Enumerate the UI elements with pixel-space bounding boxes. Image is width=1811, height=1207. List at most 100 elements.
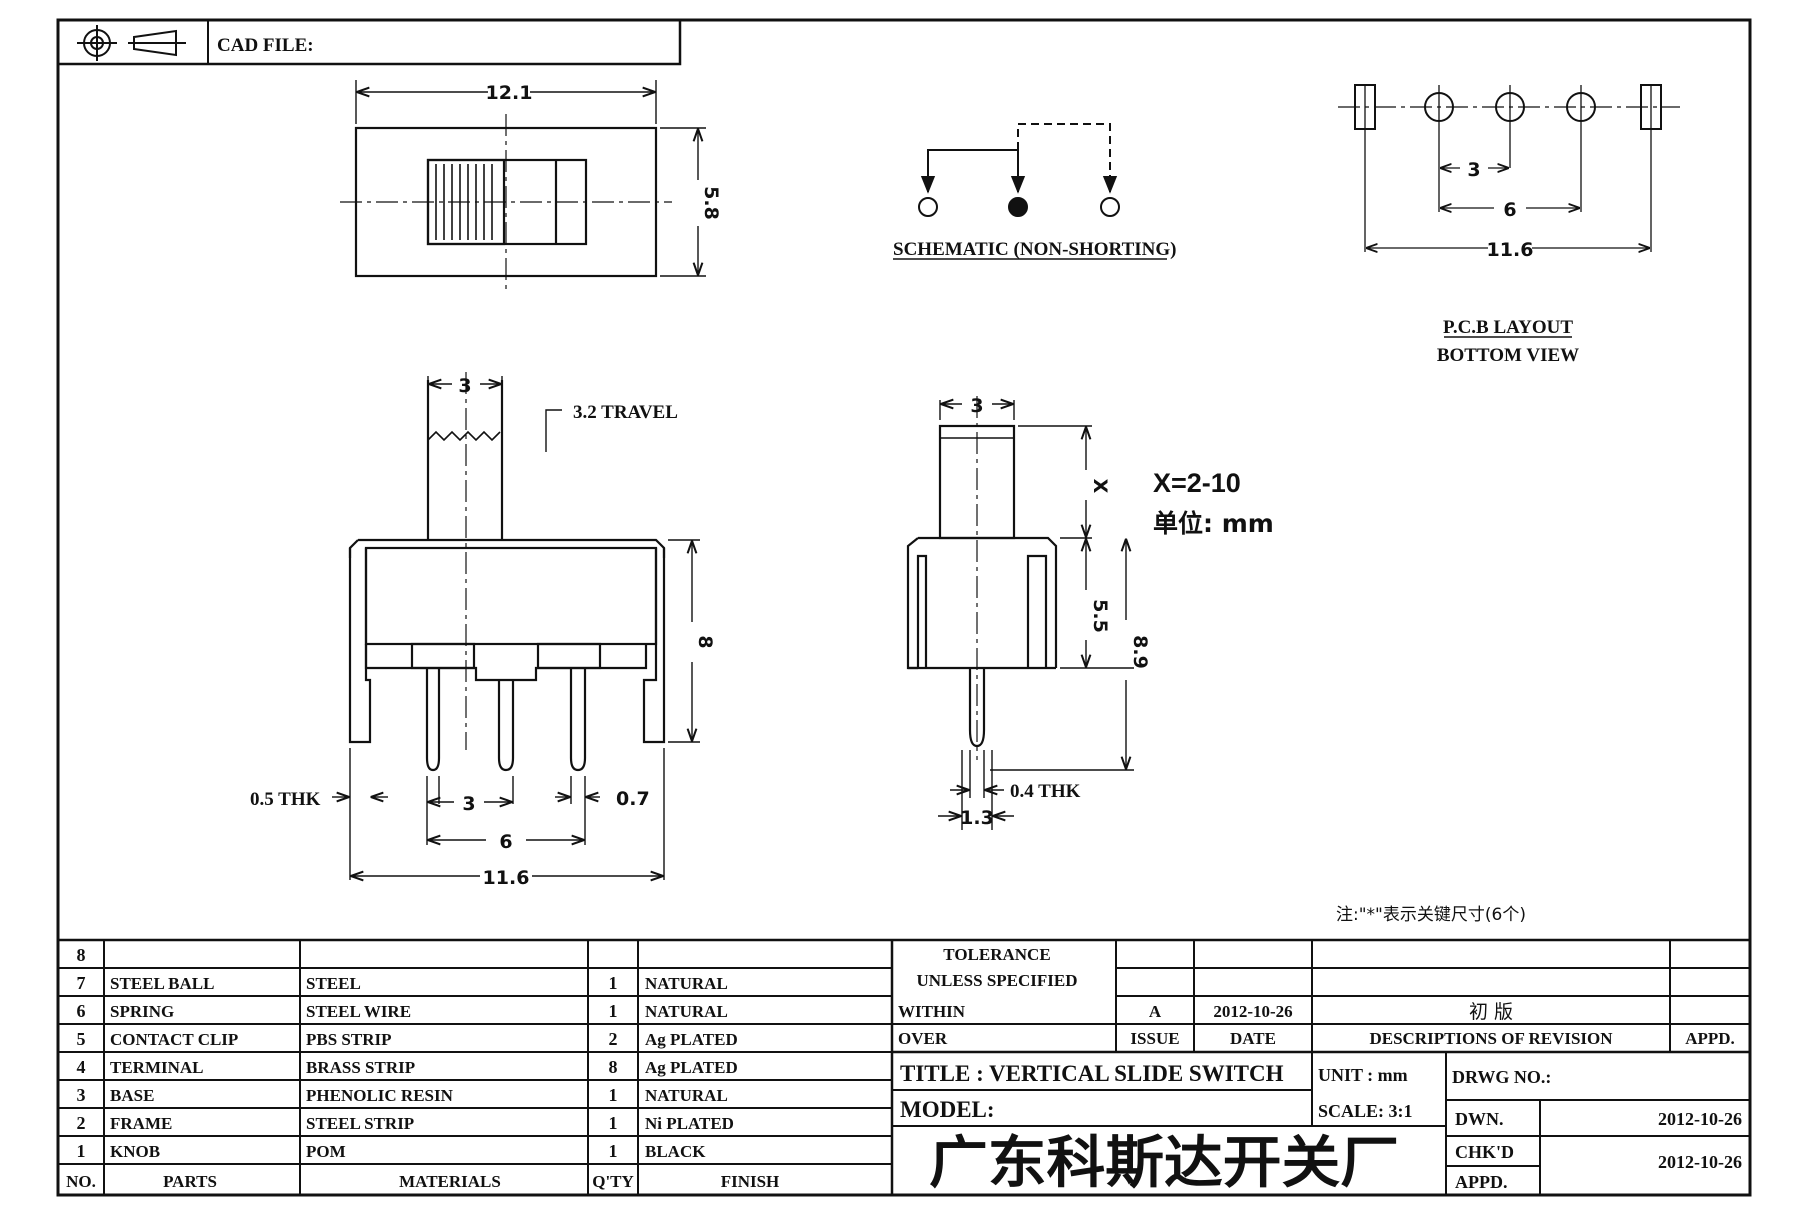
parts-cell-part: STEEL BALL [110, 974, 214, 993]
tolerance-label: TOLERANCE [943, 945, 1050, 964]
parts-cell-material: STEEL STRIP [306, 1114, 414, 1133]
front-view-drawing [332, 372, 700, 880]
parts-cell-qty: 8 [609, 1057, 618, 1077]
parts-cell-part: SPRING [110, 1002, 174, 1021]
appd2-label: APPD. [1455, 1172, 1508, 1192]
model-label: MODEL: [900, 1097, 995, 1122]
x-range-note: X=2-10 [1153, 468, 1241, 498]
pcb-mid-dim: 6 [1503, 199, 1516, 221]
front-pin-pitch-dim: 3 [462, 793, 475, 815]
parts-cell-no: 5 [77, 1029, 86, 1049]
header-box: CAD FILE: [56, 18, 682, 66]
within-label: WITHIN [898, 1002, 966, 1021]
front-actuator-dim: 3 [458, 375, 471, 397]
top-view-drawing [340, 80, 706, 292]
bottom-table-lines [58, 938, 1750, 1195]
dwn-date: 2012-10-26 [1658, 1109, 1742, 1129]
issue-value: A [1149, 1002, 1162, 1021]
parts-header-part: PARTS [163, 1172, 217, 1191]
parts-cell-finish: Ag PLATED [645, 1058, 738, 1077]
parts-cell-qty: 1 [609, 1113, 618, 1133]
chkd-date: 2012-10-26 [1658, 1152, 1742, 1172]
over-label: OVER [898, 1029, 948, 1048]
appd-label: APPD. [1685, 1029, 1735, 1048]
parts-cell-material: STEEL WIRE [306, 1002, 411, 1021]
parts-cell-finish: BLACK [645, 1142, 706, 1161]
side-total-height-dim: 8.9 [1129, 635, 1151, 669]
parts-cell-qty: 2 [609, 1029, 618, 1049]
front-pin-span-dim: 6 [499, 831, 512, 853]
parts-cell-material: STEEL [306, 974, 361, 993]
parts-cell-qty: 1 [609, 973, 618, 993]
chkd-label: CHK'D [1455, 1142, 1514, 1162]
parts-cell-part: TERMINAL [110, 1058, 204, 1077]
side-x-dim: X [1089, 479, 1111, 494]
cad-file-label: CAD FILE: [217, 35, 314, 56]
parts-cell-finish: NATURAL [645, 1086, 728, 1105]
scale-label: SCALE: 3:1 [1318, 1101, 1413, 1121]
parts-cell-material: POM [306, 1142, 346, 1161]
revision-desc-label: DESCRIPTIONS OF REVISION [1369, 1029, 1613, 1048]
dwn-label: DWN. [1455, 1109, 1504, 1129]
side-actuator-dim: 3 [970, 395, 983, 417]
date-label: DATE [1230, 1029, 1276, 1048]
unit-note: 单位: mm [1153, 509, 1274, 538]
projection-symbol-icon [77, 25, 186, 61]
side-view-drawing [906, 396, 1134, 830]
issue-label: ISSUE [1130, 1029, 1179, 1048]
side-body-height-dim: 5.5 [1089, 599, 1111, 633]
drwg-no-label: DRWG NO.: [1452, 1067, 1551, 1087]
pcb-bottom-view-label: BOTTOM VIEW [1437, 345, 1579, 366]
parts-cell-no: 2 [77, 1113, 86, 1133]
schematic-drawing [893, 123, 1167, 260]
parts-cell-finish: Ni PLATED [645, 1114, 734, 1133]
parts-cell-qty: 1 [609, 1085, 618, 1105]
parts-cell-no: 4 [77, 1057, 86, 1077]
parts-cell-part: KNOB [110, 1142, 160, 1161]
front-height-dim: 8 [694, 635, 716, 648]
schematic-label: SCHEMATIC (NON-SHORTING) [893, 239, 1176, 260]
top-width-dim: 12.1 [486, 82, 533, 104]
unit-label: UNIT : mm [1318, 1065, 1408, 1085]
parts-cell-qty: 1 [609, 1141, 618, 1161]
pcb-layout-drawing [1338, 84, 1680, 338]
top-height-dim: 5.8 [700, 186, 722, 220]
parts-cell-no: 7 [77, 973, 86, 993]
parts-cell-material: PHENOLIC RESIN [306, 1086, 454, 1105]
issue-date: 2012-10-26 [1213, 1002, 1292, 1021]
parts-header-qty: Q'TY [592, 1172, 634, 1191]
parts-cell-part: BASE [110, 1086, 154, 1105]
revision-description: 初 版 [1469, 1001, 1513, 1023]
parts-cell-qty: 1 [609, 1001, 618, 1021]
sheet-border [56, 18, 1752, 1197]
parts-cell-no: 8 [77, 945, 86, 965]
parts-header-finish: FINISH [721, 1172, 780, 1191]
front-pin-width-dim: 0.7 [616, 788, 650, 810]
parts-header-no: NO. [66, 1172, 96, 1191]
drawing-title: TITLE : VERTICAL SLIDE SWITCH [900, 1061, 1284, 1086]
parts-cell-part: FRAME [110, 1114, 172, 1133]
pcb-pitch-dim: 3 [1467, 159, 1480, 181]
parts-header-material: MATERIALS [399, 1172, 501, 1191]
tolerance-unless-label: UNLESS SPECIFIED [916, 971, 1077, 990]
parts-cell-no: 6 [77, 1001, 86, 1021]
parts-cell-material: BRASS STRIP [306, 1058, 415, 1077]
parts-cell-finish: NATURAL [645, 974, 728, 993]
company-name: 广东科斯达开关厂 [929, 1131, 1399, 1196]
parts-cell-finish: NATURAL [645, 1002, 728, 1021]
parts-cell-no: 3 [77, 1085, 86, 1105]
parts-cell-no: 1 [77, 1141, 86, 1161]
front-frame-thk: 0.5 THK [250, 789, 321, 810]
pcb-layout-label: P.C.B LAYOUT [1443, 317, 1573, 338]
front-frame-span-dim: 11.6 [483, 867, 530, 889]
key-dimension-note: 注:"*"表示关键尺寸(6个) [1336, 905, 1526, 925]
side-pin-width-dim: 1.3 [960, 807, 994, 829]
parts-cell-part: CONTACT CLIP [110, 1030, 238, 1049]
front-travel-dim: 3.2 TRAVEL [573, 402, 678, 423]
pcb-total-dim: 11.6 [1487, 239, 1534, 261]
parts-cell-finish: Ag PLATED [645, 1030, 738, 1049]
side-pin-thk: 0.4 THK [1010, 781, 1081, 802]
parts-cell-material: PBS STRIP [306, 1030, 392, 1049]
